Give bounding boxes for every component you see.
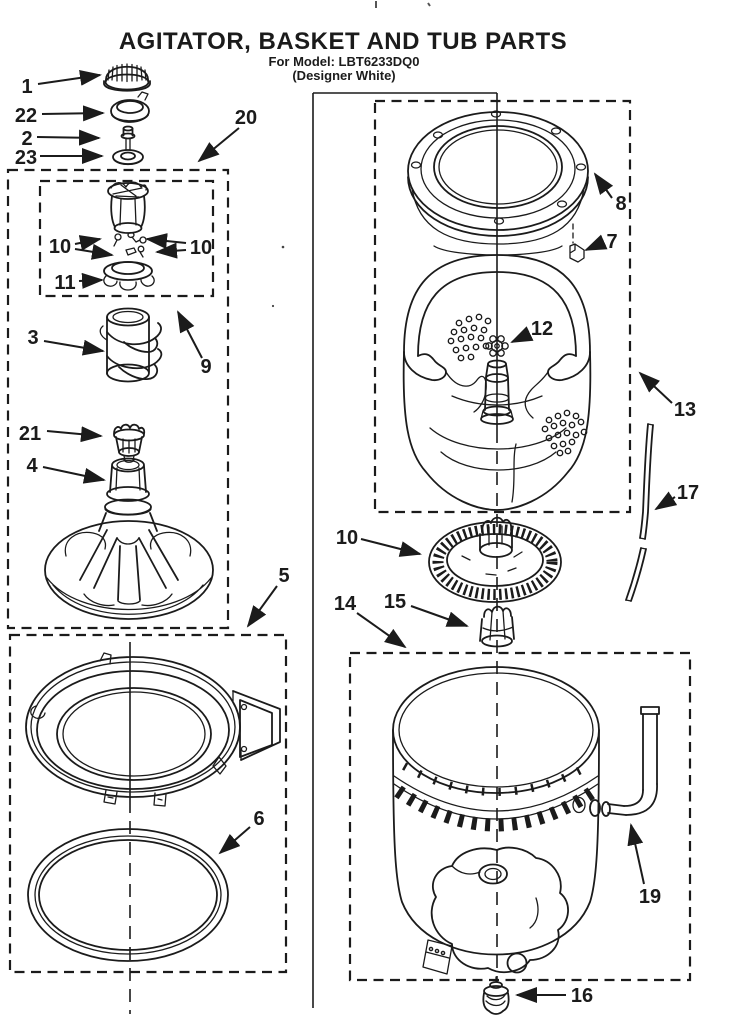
callout-11: 11 [54, 272, 75, 294]
callout-16: 16 [571, 985, 593, 1007]
callout-13: 13 [674, 399, 696, 421]
part-6-gasket [27, 828, 229, 962]
perforation-cluster-left [447, 313, 492, 362]
callout-arrows [36, 69, 678, 1003]
finish-subtitle: (Designer White) [292, 68, 396, 83]
box-13-basket-assembly [373, 99, 632, 514]
part-12-bolt [485, 335, 509, 357]
part-3-auger [99, 307, 163, 383]
callout-1: 1 [21, 76, 32, 98]
callout-9: 9 [200, 356, 211, 378]
callout-6: 6 [253, 808, 264, 830]
callout-12: 12 [531, 318, 553, 340]
callout-19: 19 [639, 886, 661, 908]
box-9-dispenser-assembly [38, 179, 215, 298]
callout-3: 3 [27, 327, 38, 349]
part-4-agitator-base [44, 457, 214, 620]
part-11-seal-ring [103, 261, 155, 291]
part-dispenser [107, 181, 149, 234]
callout-15: 15 [384, 591, 406, 613]
part-8-tub-cover [407, 110, 589, 245]
part-16-cap [482, 976, 510, 1015]
page-title: AGITATOR, BASKET AND TUB PARTS [118, 28, 568, 55]
callout-2: 2 [21, 128, 32, 150]
basket-perforations [447, 313, 588, 457]
callout-17: 17 [677, 482, 699, 504]
callout-5: 5 [278, 565, 289, 587]
callout-20: 20 [235, 107, 257, 129]
part-7-clip [569, 243, 585, 263]
part-10-drive-block [428, 516, 562, 603]
callout-21: 21 [19, 423, 41, 445]
part-10-fasteners [113, 231, 147, 258]
part-basket [402, 245, 592, 511]
callout-4: 4 [26, 455, 38, 477]
scan-artifacts [271, 1, 431, 308]
part-2-stud [120, 125, 136, 151]
box-14-tub-assembly [348, 651, 692, 982]
box-20-agitator-assembly [6, 168, 230, 630]
assembly-boxes [6, 99, 692, 982]
part-1-agitator-cap [103, 63, 151, 92]
perforation-cluster-right [541, 409, 588, 457]
part-15-coupler [479, 605, 515, 648]
part-23-washer [112, 149, 144, 166]
callout-7: 7 [606, 231, 617, 253]
part-21-bearing-cap [113, 423, 146, 463]
part-basket-spindle [480, 359, 514, 425]
part-22-seal [110, 91, 150, 123]
part-14-outer-tub [392, 666, 600, 975]
callout-23: 23 [15, 147, 37, 169]
part-17-rods [625, 423, 654, 602]
part-19-hose [572, 706, 660, 817]
callout-numbers: 1 22 2 23 20 10 10 11 9 3 21 4 5 6 8 7 1… [15, 76, 699, 1007]
part-5-tub-ring [25, 652, 281, 807]
callout-22: 22 [15, 105, 37, 127]
callout-10-drive: 10 [336, 527, 358, 549]
model-subtitle: For Model: LBT6233DQ0 [268, 54, 420, 69]
callout-8: 8 [615, 193, 626, 215]
callout-10-left: 10 [49, 236, 71, 258]
box-5-tub-ring-assembly [8, 633, 288, 974]
callout-14: 14 [334, 593, 357, 615]
callout-10-right: 10 [190, 237, 212, 259]
cover-bolt-holes [410, 110, 587, 225]
